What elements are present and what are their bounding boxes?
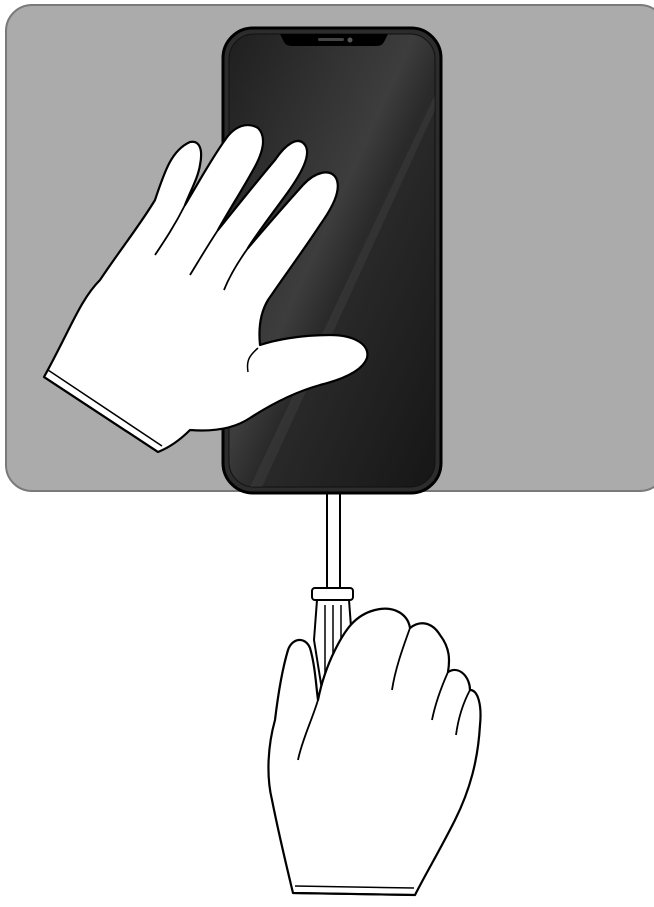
gloved-hand-top-icon (42, 124, 369, 454)
glove-bottom (267, 607, 482, 897)
gloved-hand-bottom-icon (267, 607, 482, 897)
screwdriver-collar (311, 587, 354, 601)
glove-top-cuff (43, 376, 159, 453)
glove-top (42, 124, 369, 454)
screwdriver-shaft (326, 487, 341, 593)
glove-bottom-cuff (292, 892, 416, 896)
